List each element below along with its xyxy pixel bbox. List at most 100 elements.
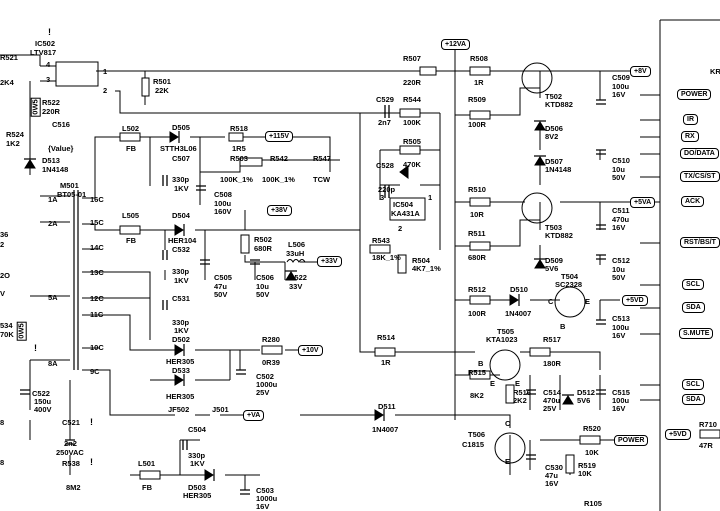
- d513-ref: D513: [42, 156, 60, 165]
- c531-rating: 1KV: [174, 326, 189, 335]
- net-tag: +38V: [267, 205, 292, 216]
- net-tag: +115V: [265, 131, 294, 142]
- transistor-pin: C: [548, 297, 554, 306]
- c531-ref: C531: [172, 294, 190, 303]
- r547-ref: R547: [313, 154, 331, 163]
- pin-label: 1A: [48, 195, 58, 204]
- warning-icon: !: [48, 27, 51, 37]
- c521-value: 2n2: [64, 439, 77, 448]
- r543-ref: R543: [372, 236, 390, 245]
- cut-label: 2: [0, 240, 5, 249]
- r544-ref: R544: [403, 95, 421, 104]
- c512-ref: C512: [612, 256, 630, 265]
- c507-value: 330p: [172, 175, 190, 184]
- d509-value: 5V6: [545, 264, 559, 273]
- transistor-pin: C: [505, 419, 511, 428]
- t504-value: SC2328: [555, 280, 583, 289]
- r280-ref: R280: [262, 335, 280, 344]
- t502-ref: T502: [545, 92, 563, 101]
- c532-rating: 1KV: [174, 276, 189, 285]
- c507-ref: C507: [172, 154, 190, 163]
- c529-ref: C529: [376, 95, 394, 104]
- r516-ref: R516: [513, 388, 531, 397]
- d502-ref: D502: [172, 335, 190, 344]
- d504-value: HER104: [168, 236, 197, 245]
- connector-pin: SDA: [682, 302, 705, 313]
- r710-ref: R710: [699, 420, 717, 429]
- l502-value: FB: [126, 144, 136, 153]
- pin-label: 9C: [90, 367, 100, 376]
- pin-label: 2A: [48, 219, 58, 228]
- r521-value: 2K4: [0, 78, 14, 87]
- c532-ref: C532: [172, 245, 190, 254]
- c522-value: 150u: [34, 397, 52, 406]
- r517-value: 180R: [543, 359, 561, 368]
- r543-value: 18K_1%: [372, 253, 401, 262]
- c510-ref: C510: [612, 156, 630, 165]
- r522-ref: R522: [42, 98, 60, 107]
- r505-ref: R505: [403, 137, 421, 146]
- r501-value: 22K: [155, 86, 169, 95]
- pin-label: 1: [428, 193, 433, 202]
- connector-pin: DO/DATA: [680, 148, 719, 159]
- pin-label: 15C: [90, 218, 104, 227]
- pin-label: 13C: [90, 268, 104, 277]
- pin-label: 12C: [90, 294, 104, 303]
- c511-rating: 16V: [612, 223, 626, 232]
- l501-ref: L501: [138, 459, 156, 468]
- d506-value: 8V2: [545, 132, 559, 141]
- pin-label: 3: [46, 75, 51, 84]
- c529-value: 2n7: [378, 118, 391, 127]
- l506-ref: L506: [288, 240, 306, 249]
- r503-value: 100K_1%: [220, 175, 253, 184]
- l506-value: 33uH: [286, 249, 305, 258]
- r519-value: 10K: [578, 469, 592, 478]
- cut-label: 8: [0, 418, 5, 427]
- warning-icon: !: [90, 417, 93, 427]
- r105-ref: R105: [584, 499, 602, 508]
- c512-value: 10u: [612, 265, 625, 274]
- net-tag: +33V: [317, 256, 342, 267]
- t502-value: KTD882: [545, 100, 573, 109]
- c515-rating: 16V: [612, 404, 626, 413]
- net-tag: +12VA: [441, 39, 471, 50]
- connector-pin: SCL: [682, 279, 704, 290]
- r510-ref: R510: [468, 185, 486, 194]
- r503-ref: R503: [230, 154, 248, 163]
- pin-label: 8A: [48, 359, 58, 368]
- transistor-pin: E: [490, 379, 496, 388]
- ic502-value: LTV817: [30, 48, 57, 57]
- r544-value: 100K: [403, 118, 421, 127]
- d533-value: HER305: [166, 392, 195, 401]
- l502-ref: L502: [122, 124, 140, 133]
- r524-ref: R524: [6, 130, 24, 139]
- cut-label: 36: [0, 230, 9, 239]
- l501-value: FB: [142, 483, 152, 492]
- c506-rating: 50V: [256, 290, 270, 299]
- net-tag: +5VD: [665, 429, 691, 440]
- pin-label: 5A: [48, 293, 58, 302]
- transistor-pin: E: [585, 297, 591, 306]
- c511-ref: C511: [612, 206, 630, 215]
- net-tag: +VA: [243, 410, 265, 421]
- c509-ref: C509: [612, 73, 630, 82]
- c521-ref: C521: [62, 418, 80, 427]
- pin-label: 10C: [90, 343, 104, 352]
- t505-ref: T505: [497, 327, 515, 336]
- r542-value: 100K_1%: [262, 175, 295, 184]
- c504-ref: C504: [188, 425, 206, 434]
- transistor-pin: E: [515, 379, 521, 388]
- c502-value: 1000u: [256, 380, 278, 389]
- r508-ref: R508: [470, 54, 488, 63]
- c514-ref: C514: [543, 388, 561, 397]
- c505-value: 47u: [214, 282, 227, 291]
- c505-ref: C505: [214, 273, 232, 282]
- c514-rating: 25V: [543, 404, 557, 413]
- d513-value: 1N4148: [42, 165, 69, 174]
- rating-box: 0W5: [30, 97, 41, 117]
- j501-ref: J501: [212, 405, 229, 414]
- t506-ref: T506: [468, 430, 486, 439]
- d510-value: 1N4007: [505, 309, 532, 318]
- c511-value: 470u: [612, 215, 630, 224]
- pin-label: 1: [103, 67, 108, 76]
